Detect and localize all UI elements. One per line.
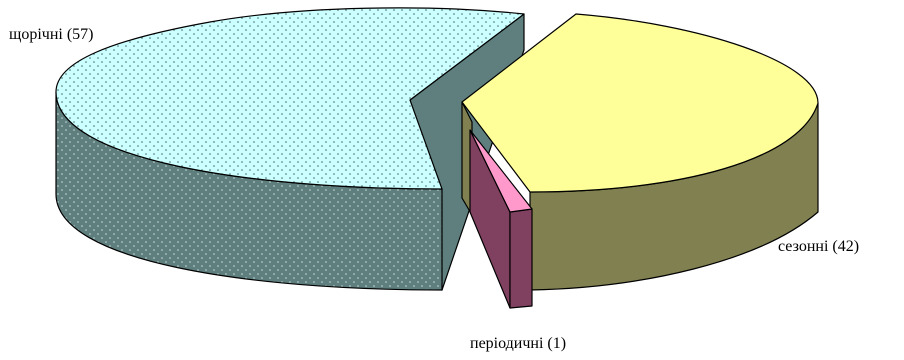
slice-label-periodic: періодичні (1) [470, 335, 566, 352]
pie-slice-periodic [469, 129, 533, 309]
pie-slice-seasonal [461, 13, 819, 291]
pie-slice-periodic-top [469, 129, 533, 213]
pie-slice-annual-top [55, 7, 525, 190]
pie-slice-periodic-side-front [509, 208, 533, 309]
pie-slice-seasonal-top [461, 13, 819, 193]
slice-label-seasonal: сезонні (42) [778, 238, 859, 255]
slice-label-annual: щорічні (57) [9, 26, 93, 43]
pie-slice-annual [55, 7, 525, 291]
